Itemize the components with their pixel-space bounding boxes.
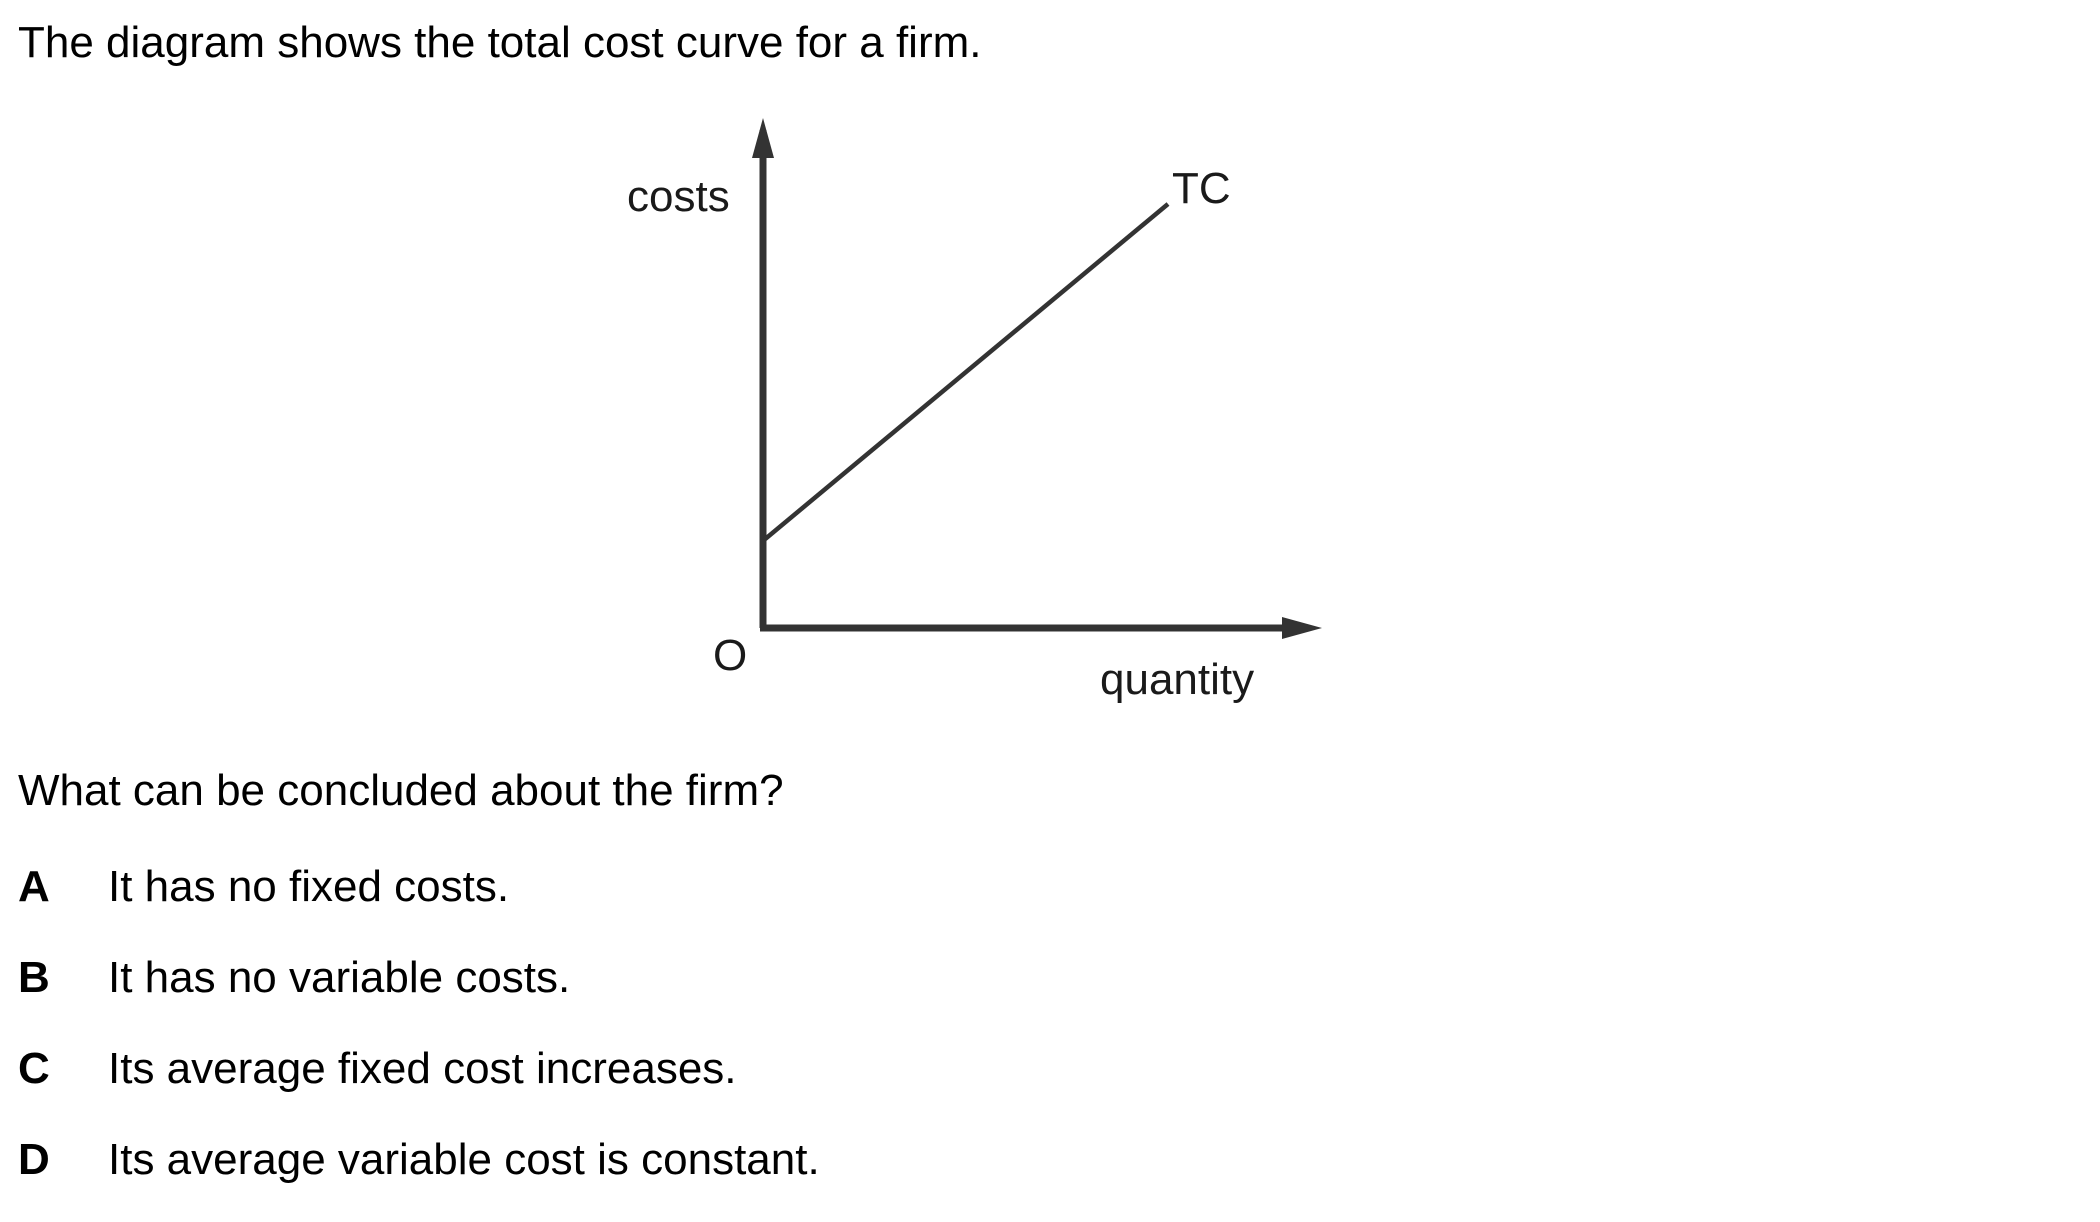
- x-axis-arrow: [1282, 617, 1322, 639]
- question-text: What can be concluded about the firm?: [18, 766, 784, 815]
- option-text: It has no fixed costs.: [108, 862, 510, 911]
- option-text: It has no variable costs.: [108, 953, 571, 1002]
- tc-curve: [762, 202, 1170, 542]
- option-text: Its average variable cost is constant.: [108, 1135, 820, 1184]
- question-intro: The diagram shows the total cost curve f…: [18, 18, 982, 67]
- y-axis-arrow: [752, 118, 774, 158]
- tc-curve-label: TC: [1172, 164, 1231, 213]
- option-letter: B: [18, 953, 50, 1002]
- y-axis-label: costs: [627, 172, 730, 221]
- origin-label: O: [713, 631, 747, 680]
- total-cost-diagram: costs quantity O TC: [627, 118, 1322, 704]
- option-text: Its average fixed cost increases.: [108, 1044, 737, 1093]
- x-axis-label: quantity: [1100, 655, 1254, 704]
- option-letter: D: [18, 1135, 50, 1184]
- option-letter: C: [18, 1044, 50, 1093]
- option-letter: A: [18, 862, 50, 911]
